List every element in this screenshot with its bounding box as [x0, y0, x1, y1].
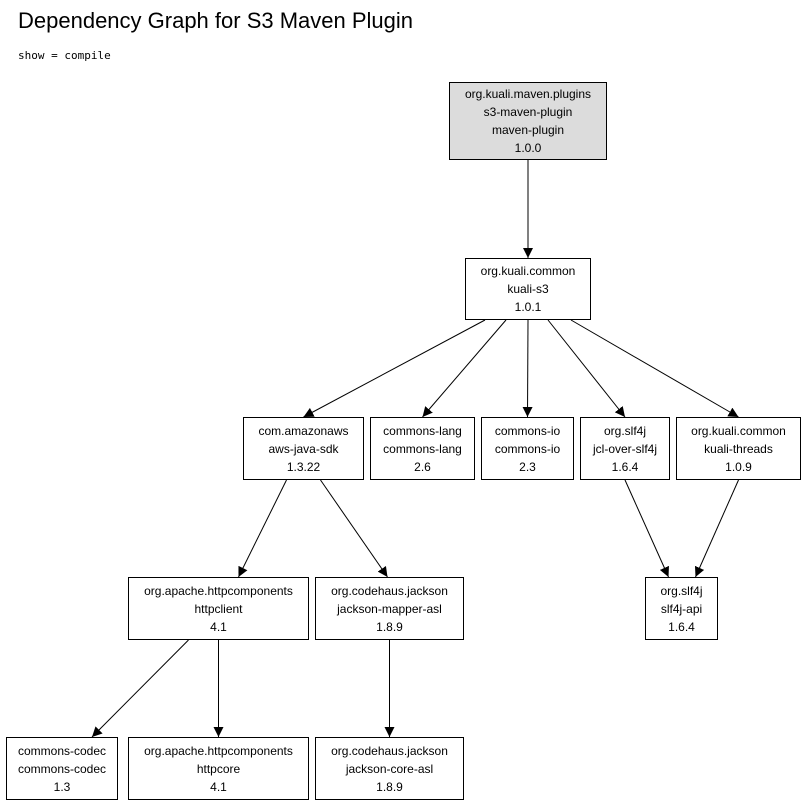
node-group: commons-codec [17, 743, 107, 758]
node-group: org.codehaus.jackson [331, 583, 448, 598]
node-version: 1.8.9 [376, 779, 403, 794]
node-version: 1.6.4 [611, 459, 639, 474]
node-group: commons-io [494, 423, 561, 438]
edge-aws_sdk-to-httpclient [238, 479, 287, 578]
scope-filter-label: show = compile [18, 49, 111, 62]
page-title: Dependency Graph for S3 Maven Plugin [18, 8, 414, 33]
edge-aws_sdk-to-jackson_mapper [320, 479, 388, 578]
node-group: commons-lang [383, 423, 462, 438]
node-commons-io[interactable]: commons-io commons-io 2.3 [481, 417, 574, 480]
node-group: org.codehaus.jackson [331, 743, 448, 758]
node-version: 1.0.0 [514, 141, 542, 155]
node-group: org.apache.httpcomponents [144, 743, 293, 758]
node-artifact: kuali-threads [704, 441, 773, 456]
edge-kuali_s3-to-jcl_over_slf4j [547, 319, 626, 418]
node-jackson-core-asl[interactable]: org.codehaus.jackson jackson-core-asl 1.… [315, 737, 464, 800]
edge-kuali_s3-to-kuali_threads [570, 319, 739, 418]
node-version: 2.6 [414, 459, 431, 474]
node-version: 1.0.9 [725, 459, 752, 474]
node-artifact: s3-maven-plugin [483, 105, 573, 119]
node-version: 4.1 [210, 779, 227, 794]
node-version: 1.8.9 [376, 619, 403, 634]
node-artifact: commons-io [494, 441, 561, 456]
node-httpclient[interactable]: org.apache.httpcomponents httpclient 4.1 [128, 577, 309, 640]
node-jcl-over-slf4j[interactable]: org.slf4j jcl-over-slf4j 1.6.4 [580, 417, 670, 480]
node-version: 4.1 [210, 619, 227, 634]
node-group: org.kuali.common [480, 264, 576, 278]
node-kuali-threads[interactable]: org.kuali.common kuali-threads 1.0.9 [676, 417, 801, 480]
node-slf4j-api[interactable]: org.slf4j slf4j-api 1.6.4 [645, 577, 718, 640]
node-artifact: kuali-s3 [507, 282, 549, 296]
node-httpcore[interactable]: org.apache.httpcomponents httpcore 4.1 [128, 737, 309, 800]
node-kuali-s3[interactable]: org.kuali.common kuali-s3 1.0.1 [465, 258, 591, 320]
node-artifact: commons-codec [17, 761, 107, 776]
node-group: org.kuali.maven.plugins [464, 87, 592, 101]
node-group: org.kuali.common [691, 423, 786, 438]
node-artifact: httpcore [196, 761, 241, 776]
node-group: com.amazonaws [258, 423, 349, 438]
edge-kuali_s3-to-aws_sdk [303, 319, 486, 418]
node-artifact: jackson-mapper-asl [337, 601, 442, 616]
edge-jcl_over_slf4j-to-slf4j_api [624, 479, 669, 578]
node-artifact: slf4j-api [660, 601, 703, 616]
node-artifact: jackson-core-asl [345, 761, 434, 776]
node-jackson-mapper-asl[interactable]: org.codehaus.jackson jackson-mapper-asl … [315, 577, 464, 640]
node-version: 1.0.1 [514, 300, 542, 314]
edge-httpclient-to-commons_codec [91, 639, 189, 738]
node-aws-java-sdk[interactable]: com.amazonaws aws-java-sdk 1.3.22 [243, 417, 364, 480]
edge-kuali_threads-to-slf4j_api [694, 479, 739, 578]
node-version: 1.3.22 [286, 459, 321, 474]
node-artifact: httpclient [194, 601, 243, 616]
node-group: org.apache.httpcomponents [144, 583, 293, 598]
node-version: 1.6.4 [668, 619, 695, 634]
node-packaging: maven-plugin [491, 123, 565, 137]
node-artifact: jcl-over-slf4j [592, 441, 657, 456]
node-version: 2.3 [519, 459, 536, 474]
node-artifact: aws-java-sdk [268, 441, 339, 456]
edge-kuali_s3-to-commons_lang [422, 319, 507, 418]
node-group: org.slf4j [660, 583, 703, 598]
node-artifact: commons-lang [383, 441, 462, 456]
node-group: org.slf4j [603, 423, 647, 438]
node-s3-maven-plugin[interactable]: org.kuali.maven.plugins s3-maven-plugin … [449, 82, 607, 160]
node-commons-codec[interactable]: commons-codec commons-codec 1.3 [6, 737, 118, 800]
node-version: 1.3 [53, 779, 71, 794]
node-commons-lang[interactable]: commons-lang commons-lang 2.6 [370, 417, 475, 480]
edge-kuali_s3-to-commons_io [522, 319, 533, 418]
